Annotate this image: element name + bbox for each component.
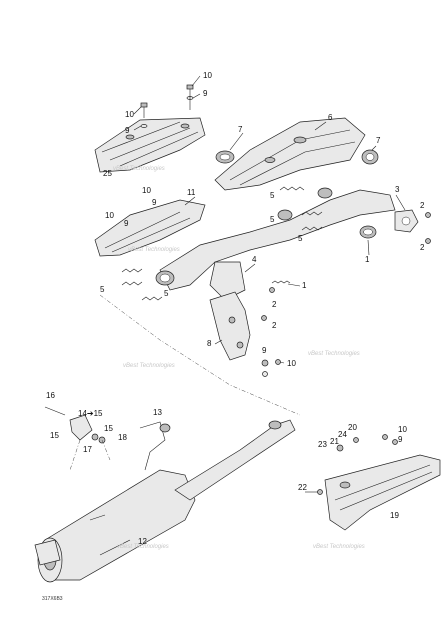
- callout-2-d: 2: [272, 321, 277, 330]
- muffler-hanger: [139, 421, 171, 471]
- callout-5-e: 5: [164, 289, 169, 298]
- gasket: [359, 225, 377, 239]
- exhaust-flange: [394, 209, 431, 244]
- callout-9-a: 9: [203, 89, 208, 98]
- callout-3: 3: [395, 185, 400, 194]
- springs: [121, 186, 323, 301]
- clamp-left: [215, 150, 235, 164]
- callout-10-a: 10: [203, 71, 212, 80]
- part-callouts: 10 9 10 9 6 7 7 25 11 10 9 3 5 5 5 2 2 1…: [46, 71, 425, 546]
- watermark-4: vBest Technologies: [123, 363, 175, 369]
- callout-14-15: 14➔15: [78, 409, 103, 418]
- spark-arrestor-kit: [44, 406, 111, 471]
- assembly-centerline: [99, 294, 301, 416]
- callout-18: 18: [118, 433, 127, 442]
- callout-10-d: 10: [105, 211, 114, 220]
- callout-10-e: 10: [287, 359, 296, 368]
- callout-7-a: 7: [238, 125, 243, 134]
- callout-1-b: 1: [302, 281, 307, 290]
- mounting-bracket: [209, 291, 251, 361]
- callout-9-d: 9: [124, 219, 129, 228]
- drawing-code: 317X6B3: [42, 596, 63, 602]
- clamp-right: [361, 149, 379, 165]
- callout-13: 13: [153, 408, 162, 417]
- callout-7-b: 7: [376, 136, 381, 145]
- heat-shield-front: [94, 199, 206, 257]
- callout-24: 24: [338, 430, 347, 439]
- bolt-hardware-right: [261, 280, 291, 377]
- callout-5-c: 5: [298, 234, 303, 243]
- callout-9-f: 9: [398, 435, 403, 444]
- callout-9-c: 9: [152, 198, 157, 207]
- callout-4: 4: [252, 255, 257, 264]
- watermarks: vBest Technologies vBest Technologies vB…: [113, 166, 365, 550]
- callout-23: 23: [318, 440, 327, 449]
- callout-2-b: 2: [420, 243, 425, 252]
- callout-1-a: 1: [365, 255, 370, 264]
- callout-6: 6: [328, 113, 333, 122]
- callout-25: 25: [103, 169, 112, 178]
- muffler: [34, 419, 296, 583]
- callout-9-b: 9: [125, 126, 130, 135]
- callout-10-b: 10: [125, 110, 134, 119]
- watermark-5: vBest Technologies: [117, 544, 169, 550]
- callout-20: 20: [348, 423, 357, 432]
- callout-17: 17: [83, 445, 92, 454]
- heat-shield-rear: [214, 117, 366, 191]
- callout-8: 8: [207, 339, 212, 348]
- callout-12: 12: [138, 537, 147, 546]
- skid-plate: [324, 454, 441, 531]
- callout-11: 11: [187, 188, 196, 197]
- leader-lines: [133, 75, 406, 364]
- callout-21: 21: [330, 437, 339, 446]
- callout-5-a: 5: [270, 191, 275, 200]
- callout-5-d: 5: [100, 285, 105, 294]
- callout-2-a: 2: [420, 201, 425, 210]
- header-pipe: [155, 187, 396, 301]
- callout-16: 16: [46, 391, 55, 400]
- callout-15-b: 15: [104, 424, 113, 433]
- callout-15-a: 15: [50, 431, 59, 440]
- callout-2-c: 2: [272, 300, 277, 309]
- callout-19: 19: [390, 511, 399, 520]
- watermark-2: vBest Technologies: [128, 247, 180, 253]
- callout-10-f: 10: [398, 425, 407, 434]
- heat-shield-upper: [94, 117, 206, 173]
- watermark-1: vBest Technologies: [113, 166, 165, 172]
- watermark-6: vBest Technologies: [313, 544, 365, 550]
- callout-5-b: 5: [270, 215, 275, 224]
- callout-9-e: 9: [262, 346, 267, 355]
- callout-10-c: 10: [142, 186, 151, 195]
- watermark-3: vBest Technologies: [308, 351, 360, 357]
- callout-22: 22: [298, 483, 307, 492]
- skid-plate-hardware: [305, 434, 398, 495]
